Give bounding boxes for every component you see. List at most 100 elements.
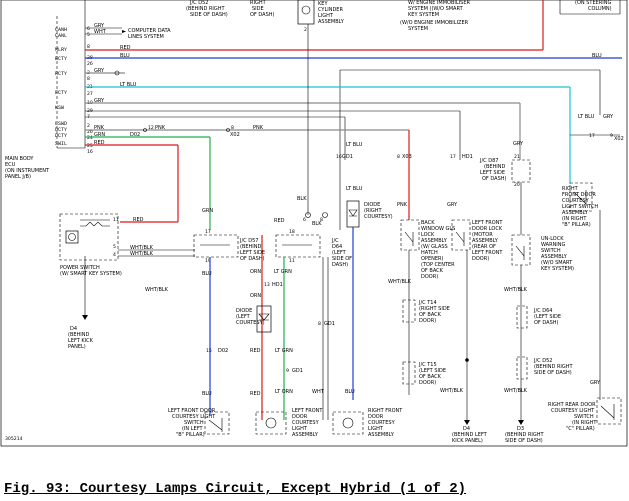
bottom-components: LEFT FRONT DOOR COURTESY LIGHT SWITCH (I… (168, 210, 622, 438)
ecu-pin-canh: CANH (55, 27, 67, 33)
pnk-back-window: PNK (397, 202, 408, 208)
jc-d64b-2: (LEFT SIDE (534, 314, 561, 320)
back-window-5: (W/ GLASS (421, 244, 448, 250)
lf-lamp-5: ASSEMBLY (292, 432, 319, 438)
lf-lock-2: DOOR LOCK (472, 226, 503, 232)
jc-d52b-box (516, 356, 528, 380)
pin-extra-2: 26 (87, 61, 93, 67)
lf-sw-1: LEFT FRONT DOOR (168, 408, 216, 414)
d4-left-3: LEFT KICK (68, 338, 94, 344)
back-window-box (400, 219, 420, 251)
ecu-pin-mlry: MLRY (55, 47, 67, 53)
blk-connector-6 (305, 212, 311, 218)
gry-rr: GRY (590, 380, 601, 386)
pnk-splice-1 (143, 128, 147, 132)
power-switch: 11 5 4 WHT/BLK WHT/BLK POWER SWITCH (W/ … (59, 213, 195, 277)
jc-t14-4: DOOR) (419, 318, 436, 324)
pin-extra-1: 8 (87, 76, 90, 82)
lf-door-switch-box (204, 411, 230, 435)
hd1-label: HD1 (462, 154, 473, 160)
jc-d52b-3: SIDE OF DASH) (534, 370, 572, 376)
gd1-pin-16: 16 (336, 154, 342, 160)
rf-courtesy-1: RIGHT (562, 186, 579, 192)
lf-door-lock-switch-icon (455, 231, 465, 246)
d4-left-2: (BEHIND (68, 332, 90, 338)
d3-1: D3 (517, 426, 524, 432)
d3-ground-icon (518, 420, 524, 425)
orn-label-1: ORN (250, 269, 261, 275)
ps-pin-5: 5 (113, 244, 116, 250)
hd1-2-pin: 13 (264, 282, 270, 288)
jc-d57-3: LEFT SIDE (240, 250, 265, 256)
jc-top-line2: (BEHIND RIGHT (186, 6, 226, 12)
canh-wire-label: GRY (94, 23, 105, 29)
diode-r-2: (RIGHT (364, 208, 383, 214)
steering-line1: (ON STEERING (575, 0, 611, 6)
rf-courtesy-5: ASSEMBLY (562, 210, 589, 216)
smart-key-line3: KEY SYSTEM (408, 12, 439, 18)
key-cyl-pin: 2 (304, 27, 307, 33)
rf-switch-icon (573, 190, 587, 206)
jc-t15-3: OF BACK (419, 374, 442, 380)
diode-l-2: (LEFT (236, 314, 251, 320)
rf-lamp-4: LIGHT (368, 426, 384, 432)
back-window-6: HATCH (421, 250, 438, 256)
pin-15: 15 (206, 348, 212, 354)
figure-caption: Fig. 93: Courtesy Lamps Circuit, Except … (4, 481, 467, 497)
blu-left-1: BLU (202, 271, 212, 277)
back-window-2: WINDOW GLS (421, 226, 455, 232)
d4-mid-1: D4 (463, 426, 470, 432)
wiring-diagram: J/C D52 (BEHIND RIGHT SIDE OF DASH) RIGH… (0, 0, 628, 447)
back-window-8: (TOP CENTER (421, 262, 455, 268)
dcty2-wire-label: GRN (94, 132, 105, 138)
ps-pin-11: 11 (113, 217, 119, 223)
ksw-wire-label: GRY (94, 98, 105, 104)
ecu-label-3: (ON INSTRUMENT (5, 168, 50, 174)
pnk-pin-12: 12 (148, 125, 154, 131)
ltblu-rf-label: LT BLU (578, 114, 595, 120)
unlock-warn-box (511, 234, 531, 266)
gd1-mid-label: GD1 (292, 368, 303, 374)
jc-d64-4: SIDE OF (332, 256, 352, 262)
lf-lamp-4: LIGHT (292, 426, 308, 432)
jc-d64-2: D64 (332, 244, 342, 250)
red-label-ps: RED (133, 217, 144, 223)
unlock-warn-switch-icon (515, 245, 525, 260)
lf-sw-3: SWITCH (184, 420, 204, 426)
orn-label-2: ORN (250, 293, 261, 299)
ecu-pin-rcty: RCTY (55, 71, 67, 77)
ltgrn-label-2: LT GRN (275, 348, 293, 354)
diode-l-3: COURTESY) (236, 320, 265, 326)
ecu-pin-fcty: FCTY (55, 90, 67, 96)
d4-mid-ground-icon (464, 420, 470, 425)
whtblk-d3: WHT/BLK (504, 388, 528, 394)
rf-courtesy-switch: LT BLU GRY 17 9 X02 RIGHT FRONT DOOR COU… (504, 114, 624, 420)
ltblu-diode-2: LT BLU (346, 186, 363, 192)
ltgrn-label: LT GRN (274, 269, 292, 275)
d02-label-1: D02 (130, 132, 140, 138)
jc-d57-2: (BEHIND (240, 244, 262, 250)
jc-t15-box (402, 361, 416, 385)
back-window-7: OPENER) (421, 256, 443, 262)
x02-rf-label: X02 (614, 136, 624, 142)
whtblk-unlock: WHT/BLK (504, 287, 528, 293)
d3-3: SIDE OF DASH) (505, 438, 543, 444)
gd1-low-pin: 8 (318, 321, 321, 327)
whtblk-d4: WHT/BLK (440, 388, 464, 394)
pnk-label-3: PNK (253, 125, 264, 131)
lf-lamp-box (255, 411, 287, 435)
jc-d87-3: LEFT SIDE (480, 170, 505, 176)
d02-label-2: D02 (218, 348, 228, 354)
pin-canl: 5 (87, 32, 90, 38)
ecu-label-4: PANEL J/B) (5, 174, 31, 180)
unlock-1: UN-LOCK (541, 236, 564, 242)
jc-d64-box (275, 234, 321, 258)
rf-lamp-2: DOOR (368, 414, 384, 420)
swil-wire-label: RED (94, 140, 105, 146)
ltblu-diode-1: LT BLU (346, 142, 363, 148)
gry-rf-label: GRY (603, 114, 614, 120)
jc-d64-5: DASH) (332, 262, 348, 268)
unlock-3: SWITCH (541, 248, 561, 254)
steering-line2: COLUMN) (588, 6, 612, 12)
figure-id: 305214 (5, 436, 23, 442)
